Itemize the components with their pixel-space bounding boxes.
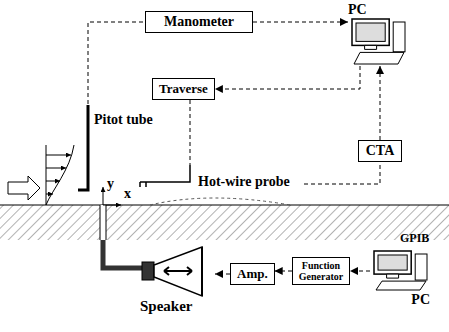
profile-arrows [46,155,71,194]
device-box: Manometer [145,11,253,33]
node-text: Speaker [140,298,215,315]
wall-hatch [0,205,449,240]
node-text: Function Generator [296,260,346,282]
computer: PC [348,2,408,66]
velocity-profile [46,145,74,205]
part-label: GPIB [400,232,429,245]
separation-bubble [150,198,290,205]
signal-connector [380,66,381,140]
node-text: PC [348,2,408,18]
node-text: Manometer [152,14,246,30]
x-axis [103,205,121,206]
signal-connector [253,22,348,23]
signal-connector [275,271,292,272]
device-box: Amp. [230,263,275,285]
hot-wire-probe [140,165,190,187]
device-box: CTA [358,140,402,162]
device-box: Traverse [152,78,215,100]
signal-connector [350,271,370,272]
node-text: PC [370,292,430,308]
part-label: x [124,186,131,201]
speaker-icon [140,246,215,298]
speaker: Speaker [140,246,215,315]
signal-connector [215,274,230,275]
part-label: Pitot tube [94,112,153,127]
wall-surface [0,204,449,205]
device-box: Function Generator [292,257,350,285]
slot-walls [100,205,106,240]
node-text: Amp. [237,266,268,282]
signal-connector [215,66,360,89]
pressure-line [88,22,144,104]
node-text: Traverse [159,81,208,97]
speaker-tube [103,240,142,268]
y-axis [103,187,104,205]
computer-icon [370,250,430,292]
slot [100,205,106,241]
signal-line [304,165,380,184]
node-text: CTA [365,143,395,159]
computer: PC [370,250,430,308]
part-label: y [107,176,114,191]
flow-arrow [8,176,40,200]
pitot-tube [78,105,88,190]
part-label: Hot-wire probe [198,174,290,189]
computer-icon [348,18,408,66]
profile-axis [46,145,47,205]
traverse-link [190,100,191,165]
